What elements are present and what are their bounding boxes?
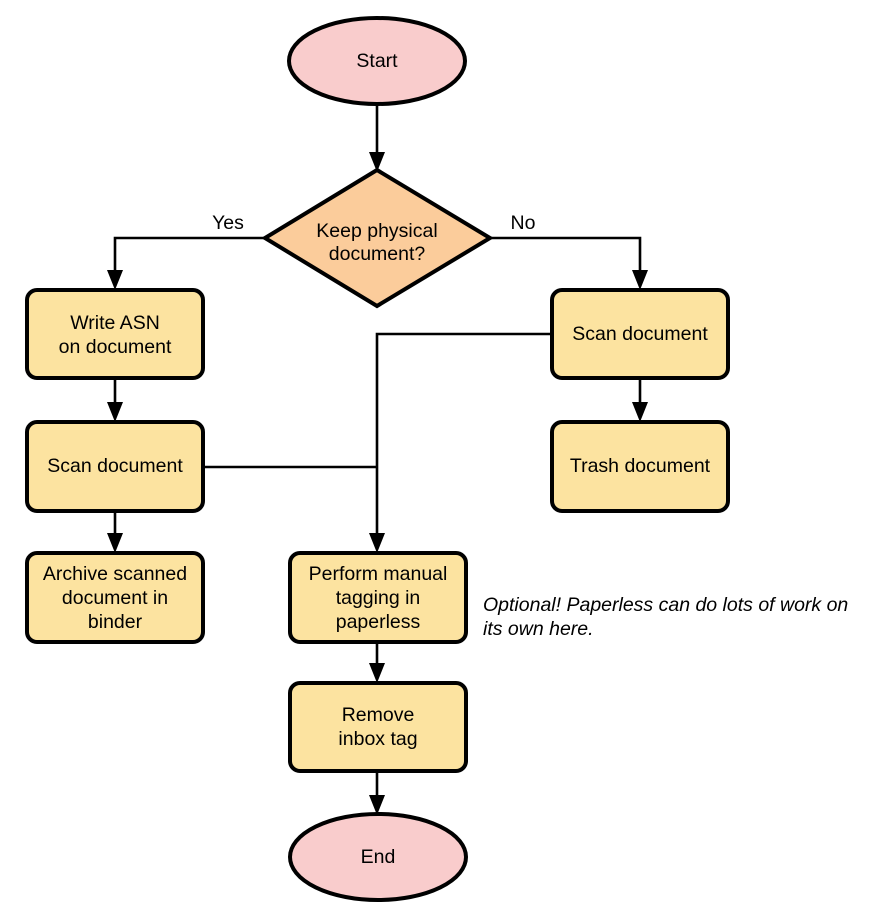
trash-document-label: Trash document — [570, 455, 711, 477]
scan-document-left-box — [25, 420, 205, 513]
write-asn-label-line1: Write ASN — [70, 312, 160, 334]
archive-label-line1: Archive scanned — [43, 563, 187, 585]
tagging-box — [288, 551, 468, 644]
edge-remove-inbox-to-end — [369, 771, 385, 815]
node-start[interactable]: Start — [287, 16, 467, 106]
edge-decision-yes-to-write-asn — [107, 236, 265, 290]
start-label: Start — [356, 50, 398, 72]
remove-inbox-label-line1: Remove — [342, 704, 415, 726]
decision-label-line1: Keep physical — [316, 220, 437, 242]
node-remove-inbox-tag[interactable]: Remove inbox tag — [288, 681, 468, 773]
node-scan-document-left[interactable]: Scan document — [25, 420, 205, 513]
edge-decision-no-to-scan-right — [490, 236, 648, 290]
node-write-asn[interactable]: Write ASN on document — [25, 288, 205, 380]
node-decision-keep-physical-document[interactable]: Keep physical document? — [261, 167, 494, 309]
decision-label-line2: document? — [329, 243, 426, 265]
edge-scan-right-to-tagging — [369, 332, 552, 553]
archive-label-line2: document in — [62, 587, 168, 609]
node-perform-manual-tagging[interactable]: Perform manual tagging in paperless — [288, 551, 468, 644]
edge-label-no: No — [511, 212, 536, 234]
remove-inbox-label-line2: inbox tag — [338, 728, 417, 750]
note-line1: Optional! Paperless can do lots of work … — [483, 594, 848, 616]
edge-start-to-decision — [369, 101, 385, 172]
remove-inbox-tag-box — [288, 681, 468, 773]
edge-scan-right-to-trash — [632, 378, 648, 422]
node-trash-document[interactable]: Trash document — [550, 420, 730, 513]
decision-diamond — [261, 167, 494, 309]
archive-label-line3: binder — [88, 611, 143, 633]
scan-document-right-label: Scan document — [572, 323, 708, 345]
end-label: End — [361, 846, 396, 868]
trash-document-box — [550, 420, 730, 513]
write-asn-label-line2: on document — [59, 336, 172, 358]
edge-label-yes: Yes — [212, 212, 244, 234]
node-scan-document-right[interactable]: Scan document — [550, 288, 730, 380]
tagging-label-line2: tagging in — [336, 587, 421, 609]
note-line2: its own here. — [483, 618, 594, 640]
archive-box — [25, 551, 205, 644]
scan-document-right-box — [550, 288, 730, 380]
tagging-label-line3: paperless — [336, 611, 421, 633]
scan-document-left-label: Scan document — [47, 455, 183, 477]
edge-tagging-to-remove-inbox — [369, 641, 385, 683]
note-optional-paperless: Optional! Paperless can do lots of work … — [483, 594, 848, 640]
edge-write-asn-to-scan-left — [107, 378, 123, 422]
node-end[interactable]: End — [288, 812, 468, 902]
write-asn-box — [25, 288, 205, 380]
node-archive-scanned-document[interactable]: Archive scanned document in binder — [25, 551, 205, 644]
tagging-label-line1: Perform manual — [309, 563, 448, 585]
start-ellipse — [287, 16, 467, 106]
edge-scan-left-to-archive — [107, 511, 123, 553]
end-ellipse — [288, 812, 468, 902]
